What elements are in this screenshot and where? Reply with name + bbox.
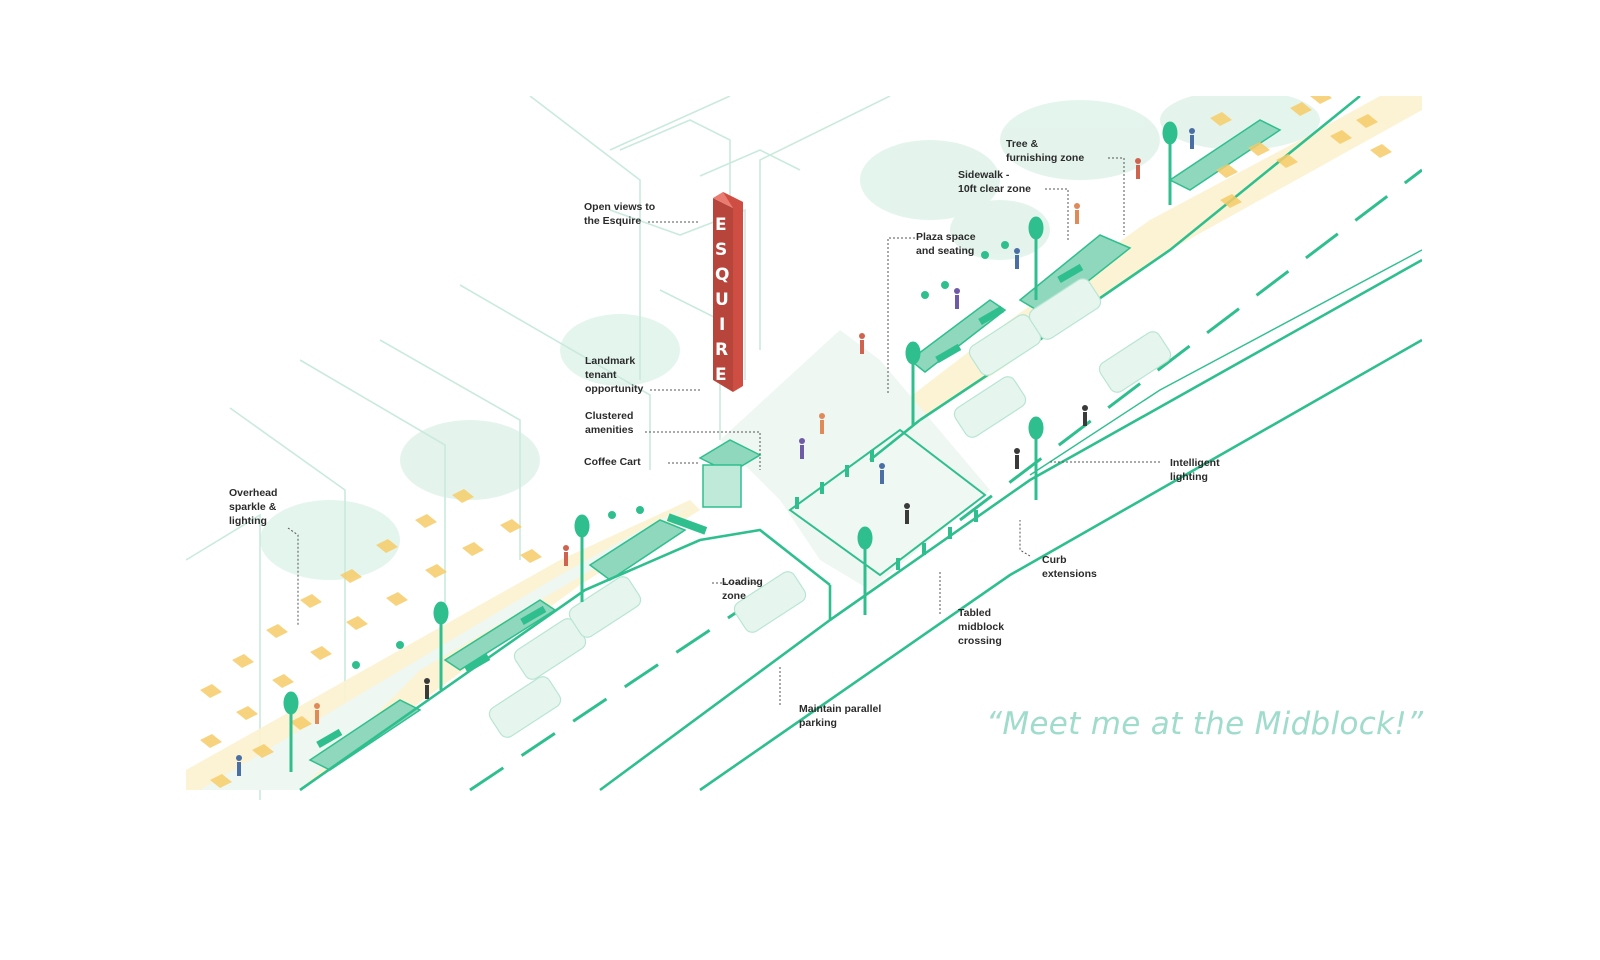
coffee-cart — [698, 439, 762, 508]
pedestrians — [236, 128, 1195, 776]
label-coffee-cart: Coffee Cart — [584, 456, 641, 468]
label-plaza-seating: Plaza space and seating — [916, 231, 976, 257]
sign-letter: Q — [715, 265, 729, 285]
label-landmark-tenant: Landmark tenant opportunity — [585, 355, 644, 395]
label-sidewalk-clear-zone: Sidewalk - 10ft clear zone — [958, 169, 1031, 195]
label-clustered-amenities: Clustered amenities — [585, 410, 634, 436]
tabled-crossing — [788, 428, 987, 577]
bollards — [795, 450, 978, 570]
street-furniture — [316, 241, 1084, 748]
label-intelligent-lighting: Intelligent lighting — [1170, 457, 1220, 483]
sign-letter: E — [715, 365, 727, 385]
sign-letter: I — [719, 315, 725, 335]
parked-cars — [488, 278, 1172, 738]
leader-lines — [287, 157, 1160, 705]
esquire-sign: E S Q U I R E — [713, 192, 743, 392]
label-tabled-crossing: Tabled midblock crossing — [958, 607, 1005, 647]
sign-letter: E — [715, 215, 727, 235]
sign-letter: R — [715, 340, 728, 360]
label-loading-zone: Loading zone — [722, 576, 763, 602]
sidewalk-texture-left — [200, 505, 690, 790]
label-curb-extensions: Curb extensions — [1042, 554, 1097, 580]
building-wireframes — [186, 96, 891, 800]
label-overhead-sparkle: Overhead sparkle & lighting — [229, 487, 278, 527]
sign-letter: S — [715, 240, 727, 260]
label-open-views: Open views to the Esquire — [584, 201, 656, 227]
sign-letter: U — [715, 290, 729, 310]
label-parallel-parking: Maintain parallel parking — [799, 703, 882, 729]
overhead-sparkles — [200, 96, 1392, 788]
tagline-quote: “Meet me at the Midblock!” — [986, 706, 1424, 742]
lamp-posts — [283, 121, 1178, 772]
label-tree-furnishing: Tree & furnishing zone — [1006, 138, 1085, 164]
